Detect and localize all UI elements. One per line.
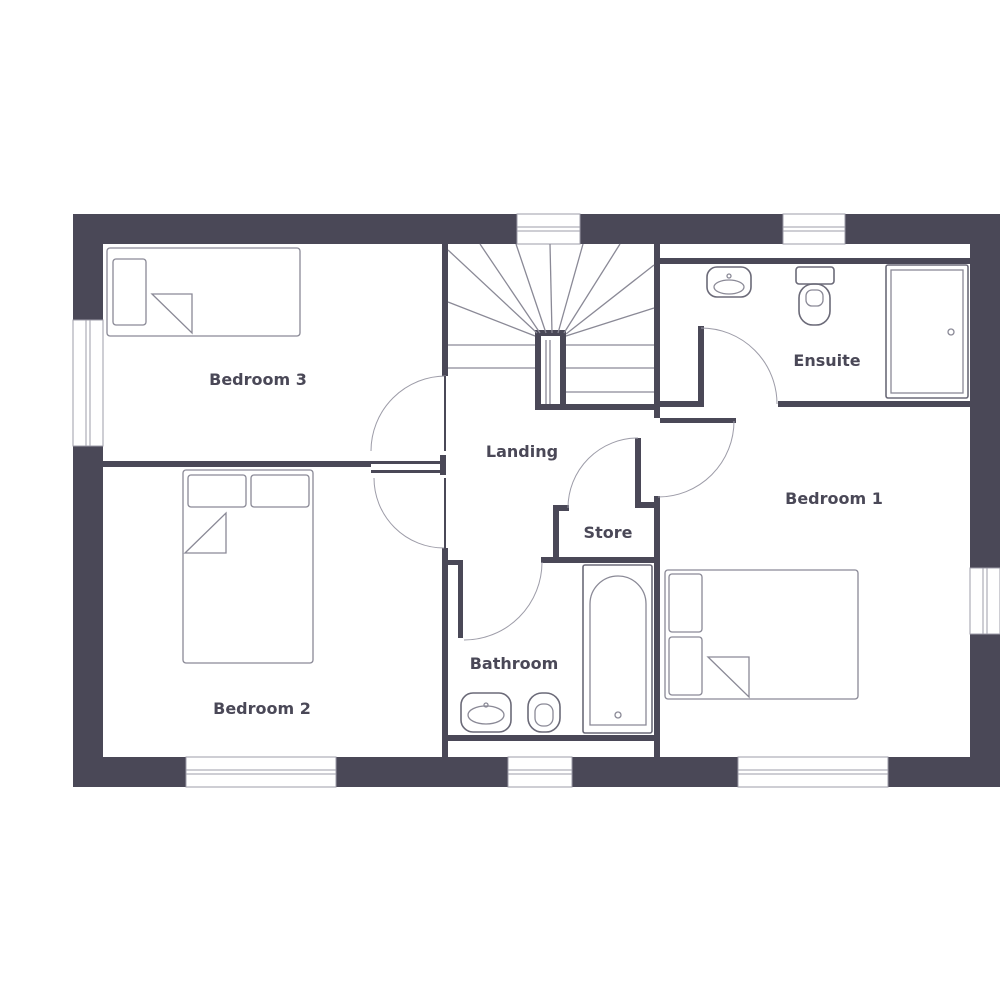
bed-bedroom1 <box>664 569 859 700</box>
label-bedroom2: Bedroom 2 <box>213 699 311 718</box>
window-bottom-bedroom1 <box>737 756 889 788</box>
label-ensuite: Ensuite <box>793 351 860 370</box>
window-right-bedroom1 <box>969 567 1000 635</box>
window-top-ensuite <box>782 213 846 245</box>
windows <box>72 213 1000 788</box>
label-store: Store <box>584 523 633 542</box>
window-bottom-bedroom2 <box>185 756 337 788</box>
label-bedroom3: Bedroom 3 <box>209 370 307 389</box>
label-bedroom1: Bedroom 1 <box>785 489 883 508</box>
label-bathroom: Bathroom <box>470 654 559 673</box>
bathtub <box>582 564 653 734</box>
door-bedroom2 <box>373 477 446 549</box>
bed-bedroom3 <box>106 247 301 337</box>
door-ensuite <box>700 327 778 405</box>
door-store <box>567 437 639 509</box>
window-left-bedroom3 <box>72 319 104 447</box>
sink-bathroom <box>460 692 512 733</box>
door-bedroom1 <box>657 420 735 498</box>
exterior-walls <box>73 214 1000 787</box>
doors <box>370 327 778 641</box>
door-bedroom3 <box>370 375 447 452</box>
toilet-ensuite <box>795 266 835 326</box>
room-labels: Bedroom 3 Bedroom 2 Landing Store Bathro… <box>209 351 883 718</box>
sink-ensuite <box>706 266 752 298</box>
window-bottom-bathroom <box>507 756 573 788</box>
toilet-bathroom <box>527 692 561 733</box>
window-top-landing <box>516 213 581 245</box>
bed-bedroom2 <box>182 469 314 664</box>
interior-walls <box>103 244 970 757</box>
label-landing: Landing <box>486 442 558 461</box>
door-bathroom <box>461 561 543 641</box>
shower-ensuite <box>885 264 969 399</box>
staircase <box>447 243 655 404</box>
